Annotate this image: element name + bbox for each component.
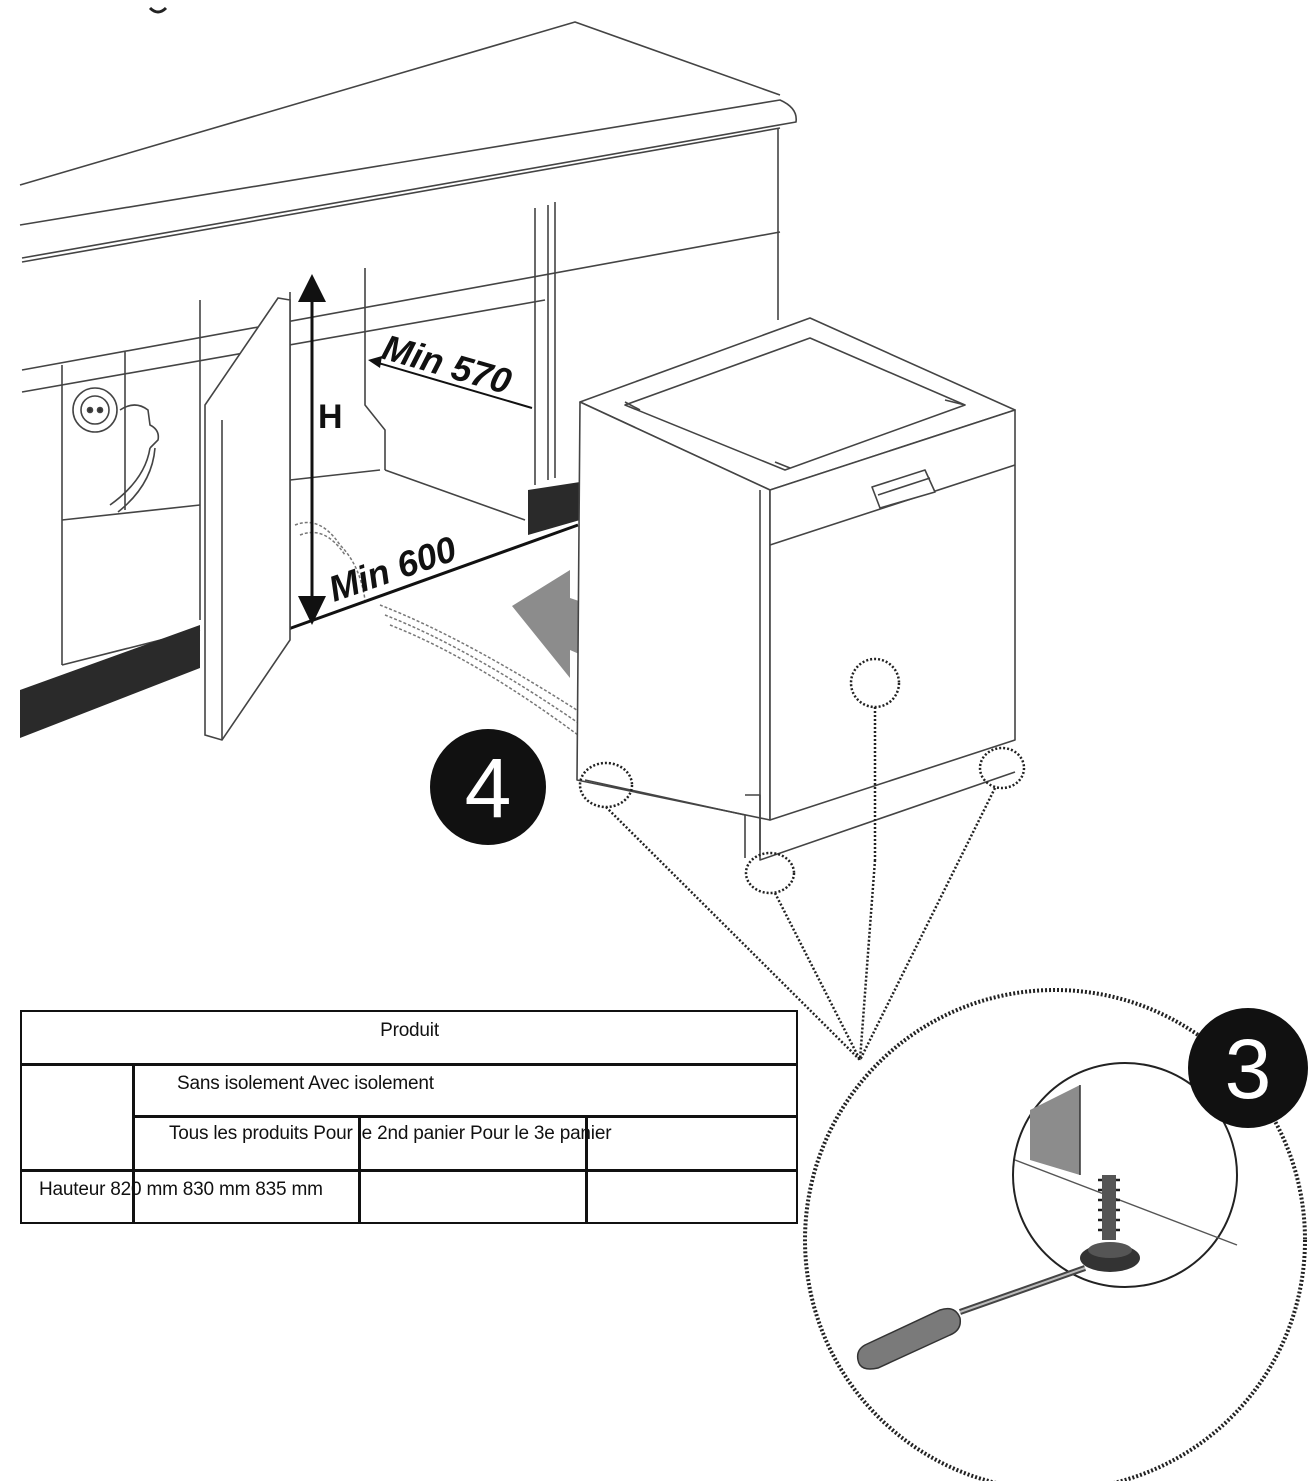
min-depth-label: Min 570 [378, 326, 516, 402]
step-4-number: 4 [465, 741, 512, 835]
niche-floor-line [279, 523, 579, 634]
table-rule [585, 1115, 588, 1223]
table-title: Produit [380, 1020, 439, 1041]
table-row-isolation: Sans isolement Avec isolement [177, 1073, 434, 1094]
water-hoses [294, 521, 601, 751]
min-depth-arrow [368, 356, 533, 409]
foot-detail-magnifier [803, 988, 1307, 1481]
dishwasher [576, 317, 1016, 861]
height-label: H [318, 398, 343, 436]
height-arrow [298, 274, 326, 625]
plinth [20, 482, 580, 738]
table-row-products: Tous les produits Pour le 2nd panier Pou… [169, 1123, 612, 1144]
table-rule [22, 1169, 797, 1172]
step-3-number: 3 [1225, 1022, 1272, 1116]
table-rule [132, 1115, 797, 1118]
wall-socket-icon [72, 387, 160, 513]
table-rule [358, 1115, 361, 1223]
table-row-height: Hauteur 820 mm 830 mm 835 mm [39, 1179, 323, 1200]
height-spec-table: Produit Sans isolement Avec isolement To… [20, 1010, 798, 1224]
table-rule [132, 1063, 135, 1223]
open-door [204, 297, 291, 741]
step-3-badge: 3 [1188, 1008, 1308, 1128]
min-width-label: Min 600 [323, 528, 461, 610]
adjustable-feet-callouts [578, 657, 1026, 1061]
table-rule [22, 1063, 797, 1066]
step-4-badge: 4 [430, 729, 546, 845]
